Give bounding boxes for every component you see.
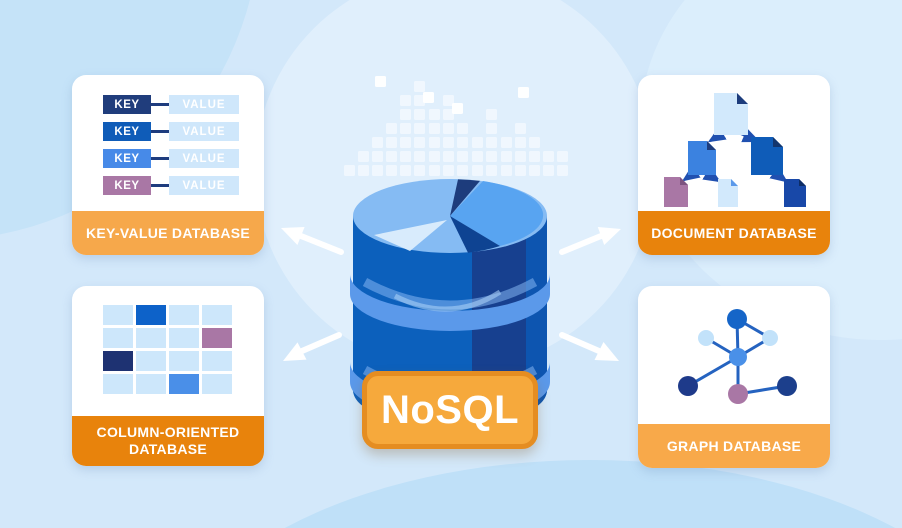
grid-cell — [169, 374, 199, 394]
card-document-database: DOCUMENT DATABASE — [638, 75, 830, 255]
key-value-row: KEY VALUE — [103, 122, 239, 141]
graph-network-icon — [678, 309, 797, 404]
value-box: VALUE — [169, 95, 239, 114]
grid-cell — [202, 351, 232, 371]
grid-cell — [169, 328, 199, 348]
key-value-row: KEY VALUE — [103, 95, 239, 114]
grid-cell — [202, 328, 232, 348]
grid-cell — [169, 305, 199, 325]
card-label-column-oriented: COLUMN-ORIENTED DATABASE — [72, 416, 264, 466]
card-key-value-database: KEY VALUE KEY VALUE KEY VALUE KEY VALUE … — [72, 75, 264, 255]
nosql-badge-label: NoSQL — [380, 387, 520, 432]
key-value-connector — [151, 130, 169, 133]
key-value-row: KEY VALUE — [103, 149, 239, 168]
value-box: VALUE — [169, 176, 239, 195]
document-tree-icon — [664, 93, 806, 207]
grid-cell — [136, 305, 166, 325]
grid-cell — [202, 305, 232, 325]
key-box: KEY — [103, 122, 151, 141]
value-box: VALUE — [169, 122, 239, 141]
card-label-document: DOCUMENT DATABASE — [638, 211, 830, 255]
key-box: KEY — [103, 95, 151, 114]
key-value-connector — [151, 157, 169, 160]
background-blob-bottom — [160, 460, 902, 528]
card-label-key-value: KEY-VALUE DATABASE — [72, 211, 264, 255]
key-value-connector — [151, 103, 169, 106]
arrow-bottom-right-icon — [559, 332, 619, 361]
card-column-oriented-database: COLUMN-ORIENTED DATABASE — [72, 286, 264, 466]
grid-cell — [103, 374, 133, 394]
grid-cell — [103, 305, 133, 325]
arrow-bottom-left-icon — [283, 332, 342, 361]
key-box: KEY — [103, 176, 151, 195]
key-value-connector — [151, 184, 169, 187]
grid-cell — [202, 374, 232, 394]
grid-cell — [136, 351, 166, 371]
grid-cell — [103, 351, 133, 371]
key-value-row: KEY VALUE — [103, 176, 239, 195]
grid-cell — [103, 328, 133, 348]
key-value-pairs-icon: KEY VALUE KEY VALUE KEY VALUE KEY VALUE — [103, 95, 239, 203]
grid-cell — [136, 374, 166, 394]
grid-cell — [136, 328, 166, 348]
grid-cell — [169, 351, 199, 371]
table-grid-icon — [103, 305, 232, 394]
card-graph-database: GRAPH DATABASE — [638, 286, 830, 468]
value-box: VALUE — [169, 149, 239, 168]
key-box: KEY — [103, 149, 151, 168]
card-label-graph: GRAPH DATABASE — [638, 424, 830, 468]
nosql-badge: NoSQL — [362, 371, 538, 449]
